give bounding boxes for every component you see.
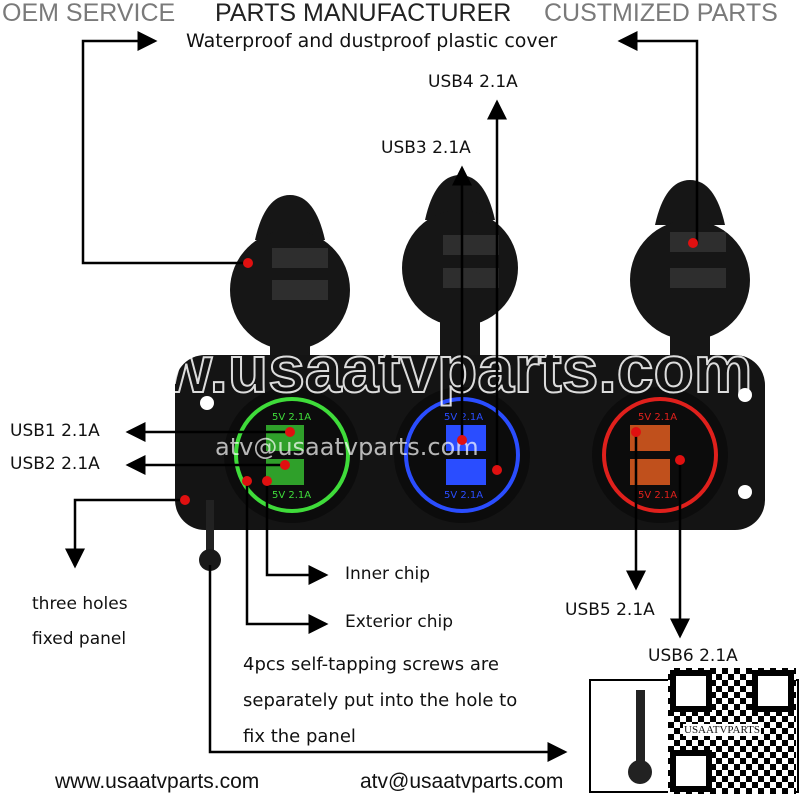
label-usb5: USB5 2.1A: [565, 600, 655, 620]
marker-dot: [631, 427, 641, 437]
cover-cap-middle: [402, 175, 518, 355]
marker-dot: [675, 455, 685, 465]
footer-email: atv@usaatvparts.com: [360, 770, 564, 793]
socket-rating: 5V 2.1A: [444, 412, 483, 423]
label-usb6: USB6 2.1A: [648, 646, 738, 666]
label-usb2: USB2 2.1A: [10, 454, 100, 474]
footer-website: www.usaatvparts.com: [55, 770, 260, 793]
panel-hole: [738, 485, 752, 499]
marker-dot: [492, 465, 502, 475]
header-customized-parts: CUSTMIZED PARTS: [544, 0, 778, 27]
watermark-site: www.usaatvparts.com: [57, 332, 752, 406]
screws-line-3: fix the panel: [243, 726, 356, 747]
qr-label: USAATVPARTS: [683, 724, 761, 736]
marker-dot: [457, 435, 467, 445]
marker-dot: [242, 476, 252, 486]
label-usb3: USB3 2.1A: [381, 138, 471, 158]
marker-dot: [285, 427, 295, 437]
label-three-holes: three holes: [32, 594, 128, 614]
marker-dot: [688, 238, 698, 248]
socket-rating: 5V 2.1A: [272, 412, 311, 423]
label-exterior-chip: Exterior chip: [345, 612, 454, 632]
socket-rating: 5V 2.1A: [444, 490, 483, 501]
screws-line-2: separately put into the hole to: [243, 690, 518, 711]
label-inner-chip: Inner chip: [345, 564, 431, 584]
cover-label: Waterproof and dustproof plastic cover: [186, 30, 558, 52]
screw-photo: [628, 690, 652, 784]
panel-hole: [200, 396, 214, 410]
panel-hole: [738, 388, 752, 402]
label-usb1: USB1 2.1A: [10, 421, 100, 441]
marker-dot: [243, 258, 253, 268]
screw-illustration: [199, 500, 221, 571]
socket-red: [592, 387, 728, 523]
marker-dot: [180, 495, 190, 505]
marker-dot: [280, 460, 290, 470]
header-oem-service: OEM SERVICE: [2, 0, 176, 27]
socket-rating: 5V 2.1A: [272, 490, 311, 501]
label-fixed-panel: fixed panel: [32, 629, 127, 649]
socket-rating: 5V 2.1A: [638, 490, 677, 501]
header-parts-manufacturer: PARTS MANUFACTURER: [215, 0, 512, 27]
cover-cap-left: [230, 195, 350, 370]
watermark-email: atv@usaatvparts.com: [215, 433, 479, 461]
socket-rating: 5V 2.1A: [638, 412, 677, 423]
socket-green: [224, 387, 360, 523]
marker-dot: [262, 476, 272, 486]
label-usb4: USB4 2.1A: [428, 72, 518, 92]
screws-line-1: 4pcs self-tapping screws are: [243, 654, 499, 675]
